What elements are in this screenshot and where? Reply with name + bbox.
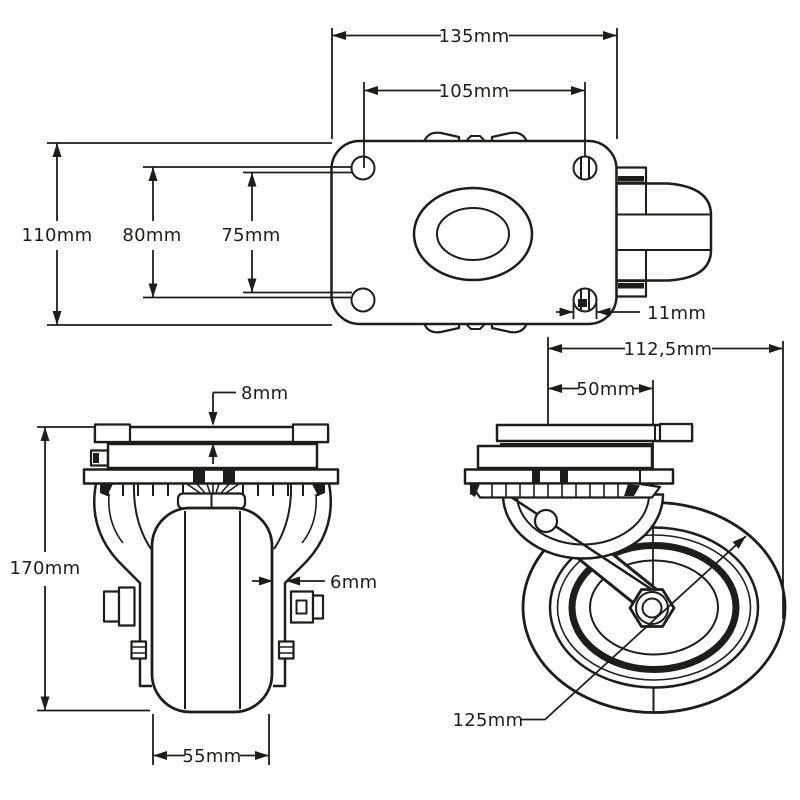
top-view: 135mm 105mm 110mm 80mm 7 [22, 26, 784, 619]
dim-80mm: 80mm [122, 166, 352, 299]
bolt-hole-top-left [350, 155, 376, 181]
side-view: 125mm [453, 422, 787, 731]
wheel-profile-top [614, 166, 713, 298]
dim-80mm-label: 80mm [122, 225, 181, 246]
brake-foot-left [130, 640, 148, 660]
dim-55mm: 55mm [152, 714, 270, 767]
dim-50mm-label: 50mm [576, 379, 635, 400]
dim-11mm-label: 11mm [647, 303, 706, 324]
axle-bolt-left [102, 586, 136, 627]
dim-105mm-label: 105mm [439, 81, 510, 102]
bolt-holes [350, 155, 598, 313]
fork-flange [82, 468, 340, 485]
dim-125mm-label: 125mm [453, 710, 524, 731]
dim-8mm-label: 8mm [241, 383, 288, 404]
dim-6mm-label: 6mm [330, 572, 377, 593]
swivel-fork [501, 489, 665, 612]
dim-105mm: 105mm [363, 81, 586, 168]
dim-135mm: 135mm [331, 26, 618, 139]
fork-tabs [422, 131, 529, 334]
fork-hole [533, 508, 559, 534]
fork-leg-left [92, 483, 152, 688]
dim-11mm: 11mm [556, 303, 706, 324]
tire-front [150, 506, 274, 714]
dim-110mm-label: 110mm [22, 225, 93, 246]
dim-170mm: 170mm [10, 426, 150, 712]
bolt-hole-bottom-left [350, 287, 376, 313]
dim-125mm: 125mm [453, 535, 747, 731]
dim-110mm: 110mm [22, 142, 332, 326]
dim-50mm: 50mm [548, 379, 654, 591]
dim-75mm: 75mm [221, 171, 352, 294]
mounting-plate [330, 139, 618, 326]
dim-75mm-label: 75mm [221, 225, 280, 246]
brake-foot-right [277, 640, 295, 660]
front-plate [93, 423, 330, 444]
kingpin-boss [412, 186, 534, 282]
dim-112-5mm: 112,5mm [547, 337, 784, 619]
dim-112-5mm-label: 112,5mm [624, 339, 713, 360]
side-plate-stack [463, 422, 694, 499]
dim-8mm: 8mm [208, 383, 288, 464]
dim-135mm-label: 135mm [439, 26, 510, 47]
fork-leg-right [273, 483, 333, 688]
dim-170mm-label: 170mm [10, 558, 81, 579]
front-view: 8mm 170mm 6mm 55mm [10, 383, 378, 767]
axle-nut-right [289, 590, 325, 624]
dim-6mm: 6mm [252, 572, 377, 593]
bolt-hole-bottom-right [572, 287, 598, 313]
tread-lines [184, 511, 241, 709]
dim-55mm-label: 55mm [182, 746, 241, 767]
bearing-band [468, 482, 662, 499]
